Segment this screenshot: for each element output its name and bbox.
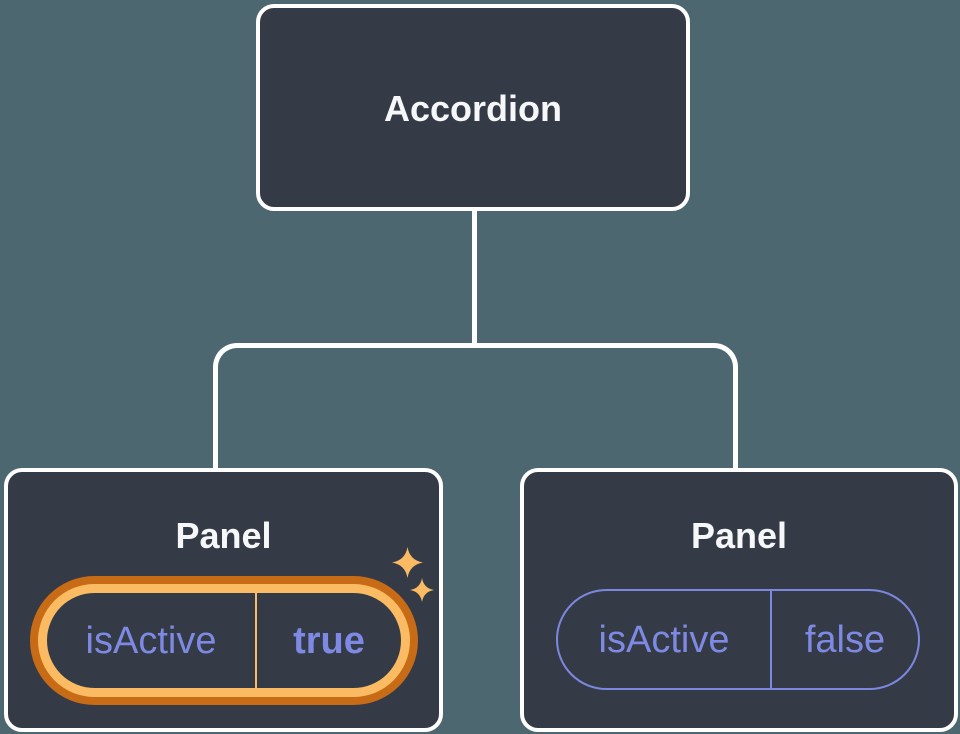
accordion-node: Accordion (256, 4, 690, 211)
state-pill-highlighted: isActive true (30, 576, 418, 705)
state-pill-divider (770, 591, 772, 688)
sparkle-icon (392, 547, 423, 578)
connector-stem (472, 207, 477, 348)
state-value-label: true (293, 619, 365, 662)
accordion-node-label: Accordion (383, 88, 562, 129)
state-pill: isActive false (556, 589, 920, 690)
state-pill-body: isActive true (47, 593, 401, 688)
state-value-label: false (804, 618, 886, 661)
state-key-label: isActive (598, 618, 730, 661)
panel-node-active: Panel isActive true (4, 468, 443, 732)
state-pill-divider (255, 593, 257, 688)
state-key-label: isActive (85, 619, 217, 662)
panel-node-inactive: Panel isActive false (520, 468, 958, 732)
connector-bracket (213, 343, 738, 468)
panel-node-label: Panel (690, 515, 788, 556)
panel-node-label: Panel (175, 515, 272, 556)
sparkle-icon (410, 578, 434, 602)
state-pill-highlight-ring: isActive true (38, 584, 410, 697)
